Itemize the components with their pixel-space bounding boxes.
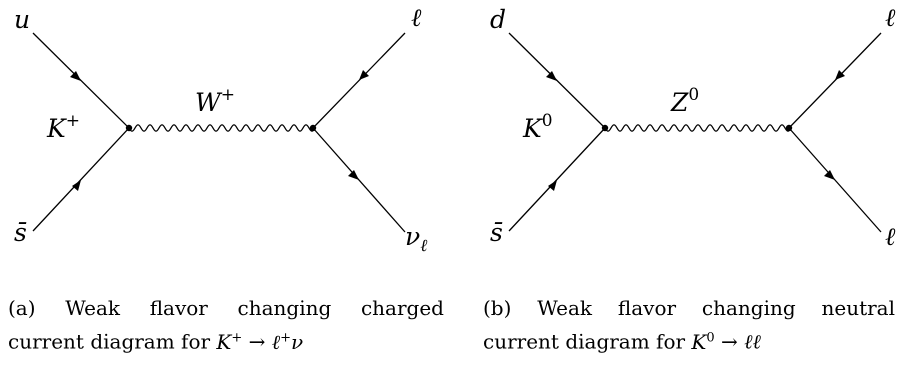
label-lepton: ℓ xyxy=(411,3,422,32)
antistrange-line xyxy=(32,127,130,232)
d-quark-line xyxy=(508,32,606,129)
label-d: d xyxy=(490,5,506,34)
caption-b-line1: (b) Weak flavor changing neutral xyxy=(483,296,895,320)
arrow-lepton xyxy=(359,70,369,80)
lepton-line xyxy=(312,32,406,129)
caption-b-line2: current diagram for K0 → ℓℓ xyxy=(483,329,761,354)
antistrange-line xyxy=(508,127,606,232)
caption-a-line2: current diagram for K+ → ℓ+ν xyxy=(8,329,304,354)
label-w-boson: W+ xyxy=(195,85,235,117)
label-kaon: K+ xyxy=(46,111,80,143)
label-z-boson: Z0 xyxy=(670,85,699,117)
caption-b: (b) Weak flavor changing neutral current… xyxy=(483,293,895,357)
label-sbar: s̄ xyxy=(14,218,27,247)
u-quark-line xyxy=(32,32,130,129)
arrow-neutrino xyxy=(348,170,359,180)
label-u: u xyxy=(14,5,30,34)
arrow-u xyxy=(70,71,81,81)
vertex-left xyxy=(601,124,609,132)
label-kaon: K0 xyxy=(522,111,553,143)
vertex-right xyxy=(785,124,793,132)
arrow-lepton-top xyxy=(835,70,845,80)
arrow-sbar xyxy=(72,180,81,191)
label-sbar: s̄ xyxy=(490,218,503,247)
arrow-lepton-bottom xyxy=(824,170,835,180)
caption-a-line1: (a) Weak flavor changing charged xyxy=(8,296,444,320)
feynman-diagram-charged: u s̄ K+ W+ ℓ νℓ xyxy=(0,0,450,260)
lepton-line-top xyxy=(788,32,882,129)
z-boson-propagator xyxy=(604,124,790,132)
w-boson-propagator xyxy=(128,124,314,132)
vertex-left xyxy=(125,124,133,132)
vertex-right xyxy=(309,124,317,132)
caption-a: (a) Weak flavor changing charged current… xyxy=(8,293,444,357)
label-lepton-top: ℓ xyxy=(885,3,896,32)
feynman-diagram-neutral: d s̄ K0 Z0 ℓ ℓ xyxy=(470,0,899,260)
arrow-sbar xyxy=(548,180,557,191)
label-neutrino: νℓ xyxy=(405,222,427,256)
arrow-d xyxy=(546,71,557,81)
label-lepton-bottom: ℓ xyxy=(885,222,896,251)
